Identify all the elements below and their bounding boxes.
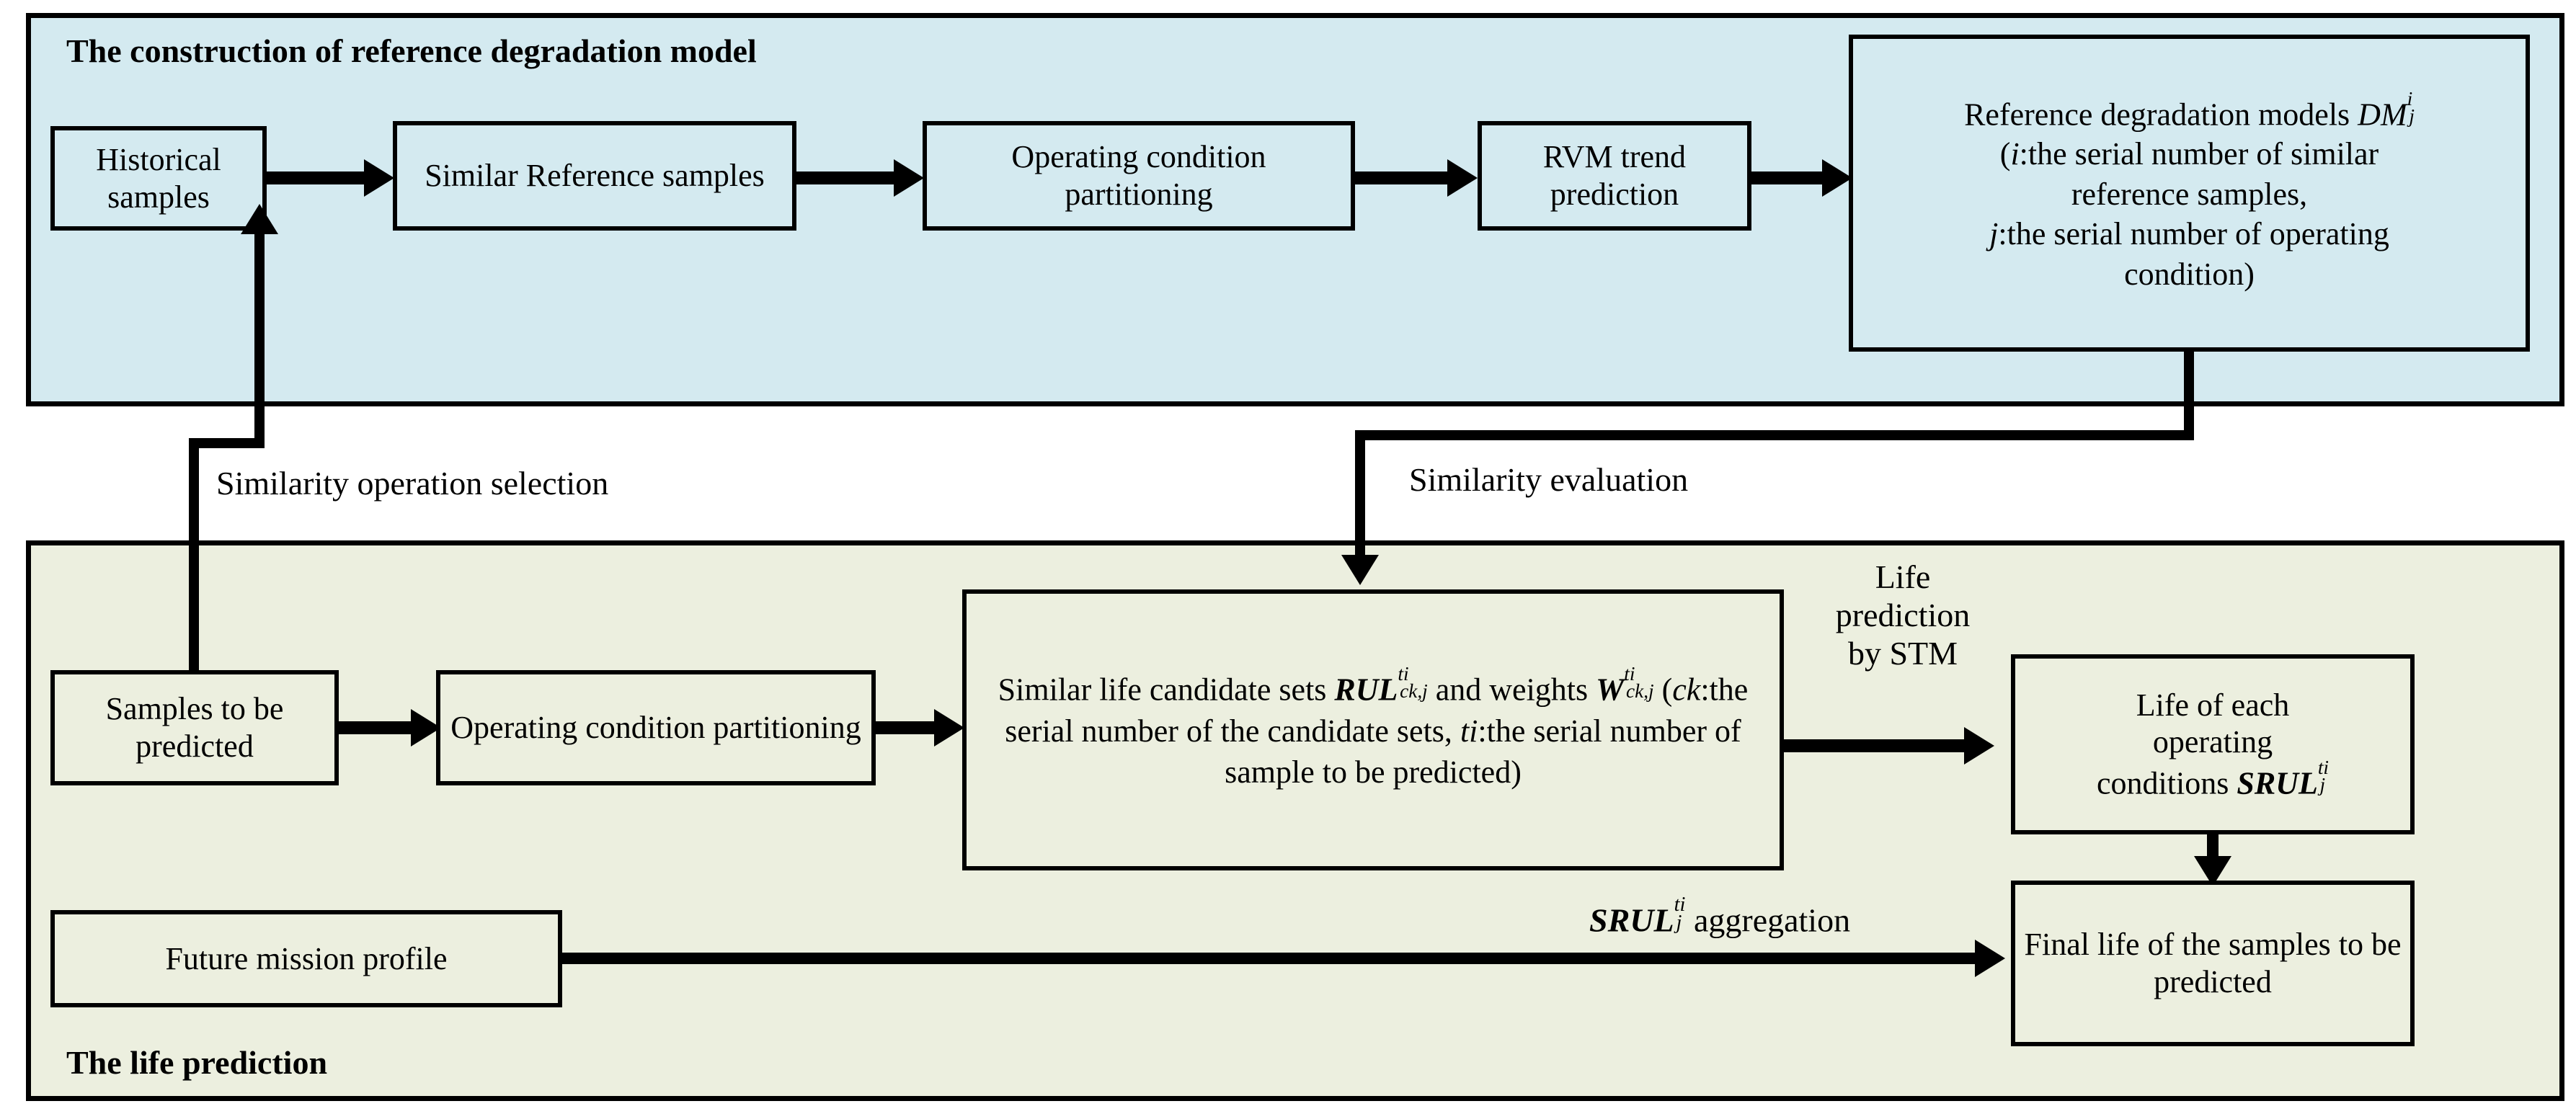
connector-opcond-to-candidate-arrowhead [934,709,964,747]
box-operating-condition-partitioning-top[interactable]: Operating condition partitioning [923,121,1355,231]
connector-similarity-operation-riser [254,231,265,443]
connector-future-to-final-line [562,953,1978,964]
panel-bottom-title: The life prediction [66,1044,328,1081]
box-rvm-trend-prediction[interactable]: RVM trend prediction [1478,121,1751,231]
box-historical-samples[interactable]: Historical samples [50,126,267,231]
box-operating-condition-partitioning-bottom[interactable]: Operating condition partitioning [436,670,876,785]
connector-rvm-to-refmodels-line [1751,171,1827,184]
label-life-prediction-by-stm: Life prediction by STM [1835,558,1971,672]
connector-similar-to-opcond-arrowhead [894,159,924,197]
connector-historical-to-similar-line [267,171,368,184]
connector-similarity-evaluation-horizontal [1355,430,2194,440]
connector-similarity-operation-arrowhead [241,204,278,234]
connector-similarity-evaluation-vertical [1355,430,1365,558]
connector-similar-to-opcond-line [796,171,897,184]
connector-rvm-to-refmodels-arrowhead [1822,159,1852,197]
connector-opcond-to-rvm-line [1355,171,1449,184]
connector-candidate-to-lifeeach-arrowhead [1964,727,1994,765]
label-similarity-evaluation: Similarity evaluation [1409,461,1689,498]
connector-candidate-to-lifeeach-line [1784,739,1968,752]
connector-opcond-to-rvm-arrowhead [1447,159,1478,197]
connector-future-to-final-arrowhead [1975,940,2005,977]
connector-similarity-operation-horizontal [189,438,265,448]
panel-top-title: The construction of reference degradatio… [66,32,757,69]
connector-similarity-operation-vertical [189,438,199,694]
box-final-life-of-samples[interactable]: Final life of the samples to be predicte… [2011,881,2415,1046]
box-similar-reference-samples[interactable]: Similar Reference samples [393,121,796,231]
connector-similarity-evaluation-arrowhead [1341,555,1379,585]
box-samples-to-be-predicted[interactable]: Samples to be predicted [50,670,339,785]
label-similarity-operation-selection: Similarity operation selection [216,465,609,502]
connector-historical-to-similar-arrowhead [364,159,394,197]
connector-similarity-evaluation-drop [2184,352,2194,440]
connector-samples-to-opcond-line [339,721,414,734]
connector-opcond-to-candidate-line [876,721,941,734]
box-future-mission-profile[interactable]: Future mission profile [50,910,562,1007]
